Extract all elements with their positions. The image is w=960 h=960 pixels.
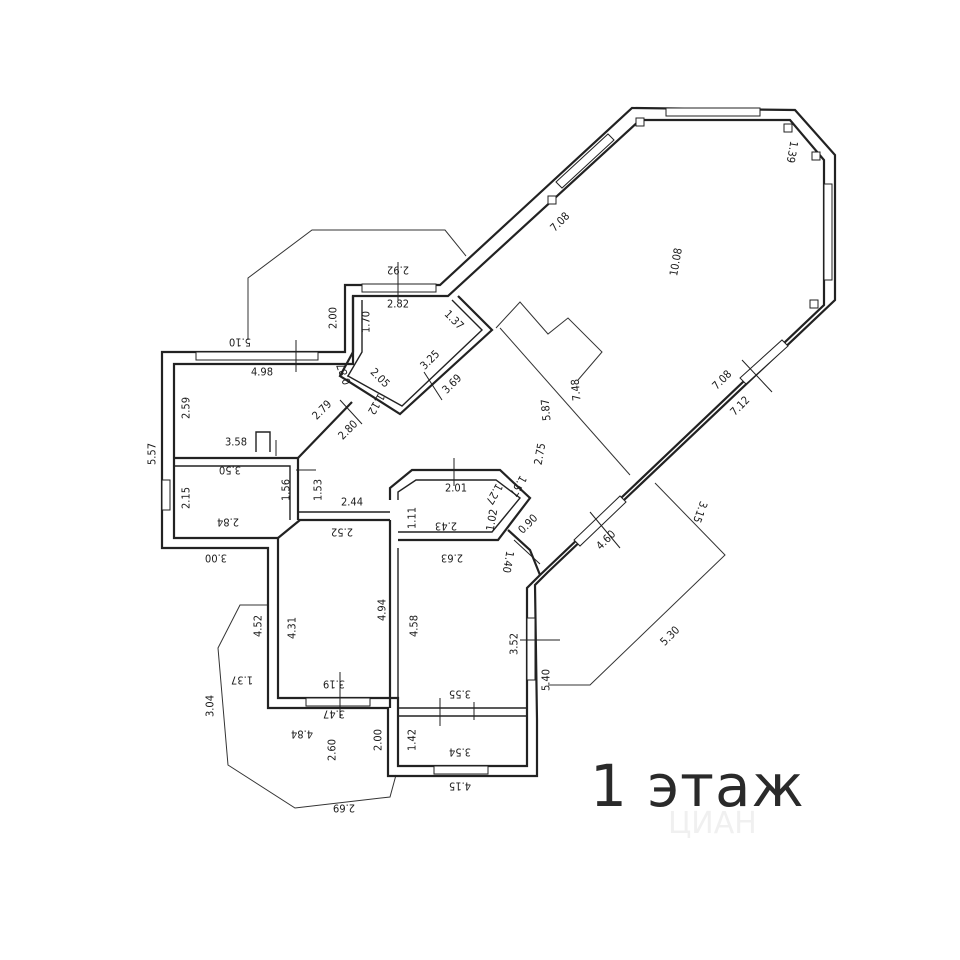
- window-corner-1: [635, 117, 645, 127]
- dim-label: 10.08: [667, 247, 685, 277]
- dimension-ticks: [275, 262, 773, 726]
- dim-label: 4.60: [594, 528, 619, 553]
- dim-label: 5.30: [658, 624, 683, 649]
- dim-label: 3.50: [219, 464, 241, 477]
- window-corner-5: [547, 195, 557, 205]
- dim-label: 3.15: [690, 499, 710, 524]
- wall-closet: [388, 468, 532, 542]
- dim-label: 2.82: [387, 298, 409, 311]
- dim-label: 3.47: [323, 708, 345, 721]
- projection-right: [548, 482, 726, 686]
- dim-label: 1.53: [312, 479, 325, 501]
- inner-wall-offset: [172, 118, 826, 768]
- dim-label: 1.70: [360, 311, 373, 333]
- dim-label: 2.63: [441, 552, 463, 565]
- dim-label: 2.43: [435, 520, 457, 533]
- dim-label: 0.90: [516, 512, 541, 537]
- dim-label: 2.84: [217, 516, 239, 529]
- dim-label: 7.08: [710, 368, 735, 393]
- dim-label: 5.87: [539, 398, 554, 421]
- watermark-text: ЦИАН: [668, 806, 757, 841]
- dim-label: 3.00: [205, 552, 227, 565]
- dim-label: 2.75: [532, 442, 549, 466]
- dim-label: 4.98: [251, 366, 273, 379]
- dim-label: 3.58: [225, 436, 247, 449]
- dim-label: 3.19: [323, 678, 345, 691]
- dim-label: 0.87: [334, 361, 354, 386]
- exterior-walls: [160, 106, 837, 778]
- window-corner-3: [811, 151, 821, 161]
- dim-label: 2.00: [327, 307, 340, 329]
- dim-label: 3.55: [449, 688, 471, 701]
- interior-walls: [174, 295, 542, 717]
- window-diag-top: [555, 133, 615, 189]
- dim-label: 4.84: [291, 728, 313, 741]
- dim-label: 3.04: [204, 695, 217, 717]
- window-diag-right: [739, 339, 789, 385]
- terrace-center: [495, 301, 603, 381]
- dim-label: 2.80: [336, 418, 361, 443]
- dim-label: 1.42: [406, 729, 419, 751]
- wall-room-2-inner: [347, 299, 484, 407]
- window-right-side: [526, 617, 536, 681]
- terrace-top-left: [247, 229, 467, 340]
- dim-label: 5.10: [229, 336, 251, 349]
- wall-diagonal-left: [297, 401, 353, 459]
- dim-label: 2.15: [180, 487, 193, 509]
- dim-label: 1.11: [406, 507, 419, 529]
- dim-label: 1.02: [484, 508, 501, 532]
- window-bath-bottom: [433, 765, 489, 775]
- window-left-side: [161, 479, 171, 511]
- dim-label: 3.52: [508, 633, 521, 655]
- window-corner-2: [783, 123, 793, 133]
- dim-label: 2.52: [331, 526, 353, 539]
- dim-label: 2.00: [372, 729, 385, 751]
- wall-closet-right: [507, 529, 542, 576]
- wall-room-2: [338, 295, 494, 416]
- terrace-bottom-left: [217, 604, 397, 809]
- terrace-outlines: [217, 229, 726, 809]
- dim-label: 2.69: [333, 802, 355, 815]
- dimension-labels: 2.92 2.82 2.00 1.70 1.37 5.10 4.98 2.05 …: [146, 140, 801, 814]
- dim-label: 5.57: [146, 443, 159, 465]
- dim-label: 2.60: [326, 739, 339, 761]
- dim-label: 2.44: [341, 496, 363, 509]
- dim-label: 1.39: [784, 140, 801, 164]
- window-top-right: [665, 107, 761, 117]
- window-bedroom-bottom: [305, 697, 371, 707]
- dim-label: 7.48: [569, 378, 584, 401]
- wall-closet-inner: [397, 479, 522, 533]
- dim-label: 3.54: [449, 746, 471, 759]
- dim-label: 3.25: [418, 348, 443, 373]
- dim-label: 4.52: [252, 615, 265, 637]
- dim-label: 1.56: [280, 479, 293, 501]
- window-top-room: [361, 283, 437, 293]
- dim-label: 4.15: [449, 780, 471, 793]
- dim-label: 1.40: [500, 550, 517, 574]
- dim-label: 4.58: [408, 615, 421, 637]
- projection-line: [499, 327, 631, 476]
- windows: [161, 107, 833, 775]
- window-diag-lower: [573, 495, 627, 547]
- dim-label: 2.01: [445, 482, 467, 495]
- dim-label: 2.59: [180, 397, 193, 419]
- outer-wall: [160, 106, 837, 778]
- dim-label: 1.27: [483, 481, 505, 507]
- floor-title: 1 этаж: [590, 752, 805, 820]
- dim-label: 2.79: [310, 398, 335, 423]
- wall-kitchen-bottom: [255, 431, 271, 452]
- dim-label: 2.92: [387, 264, 409, 277]
- window-corner-4: [809, 299, 819, 309]
- dim-label: 1.37: [231, 674, 253, 687]
- window-right-vertical: [823, 183, 833, 281]
- dim-label: 2.05: [368, 366, 393, 391]
- dim-label: 4.31: [286, 617, 299, 639]
- dim-label: 7.08: [548, 210, 573, 235]
- window-left-room: [195, 351, 319, 361]
- wall-left-top-rooms-inner: [174, 465, 291, 520]
- wall-bedroom-left: [277, 519, 301, 539]
- dim-label: 4.94: [376, 599, 389, 621]
- dim-label: 5.40: [540, 669, 553, 691]
